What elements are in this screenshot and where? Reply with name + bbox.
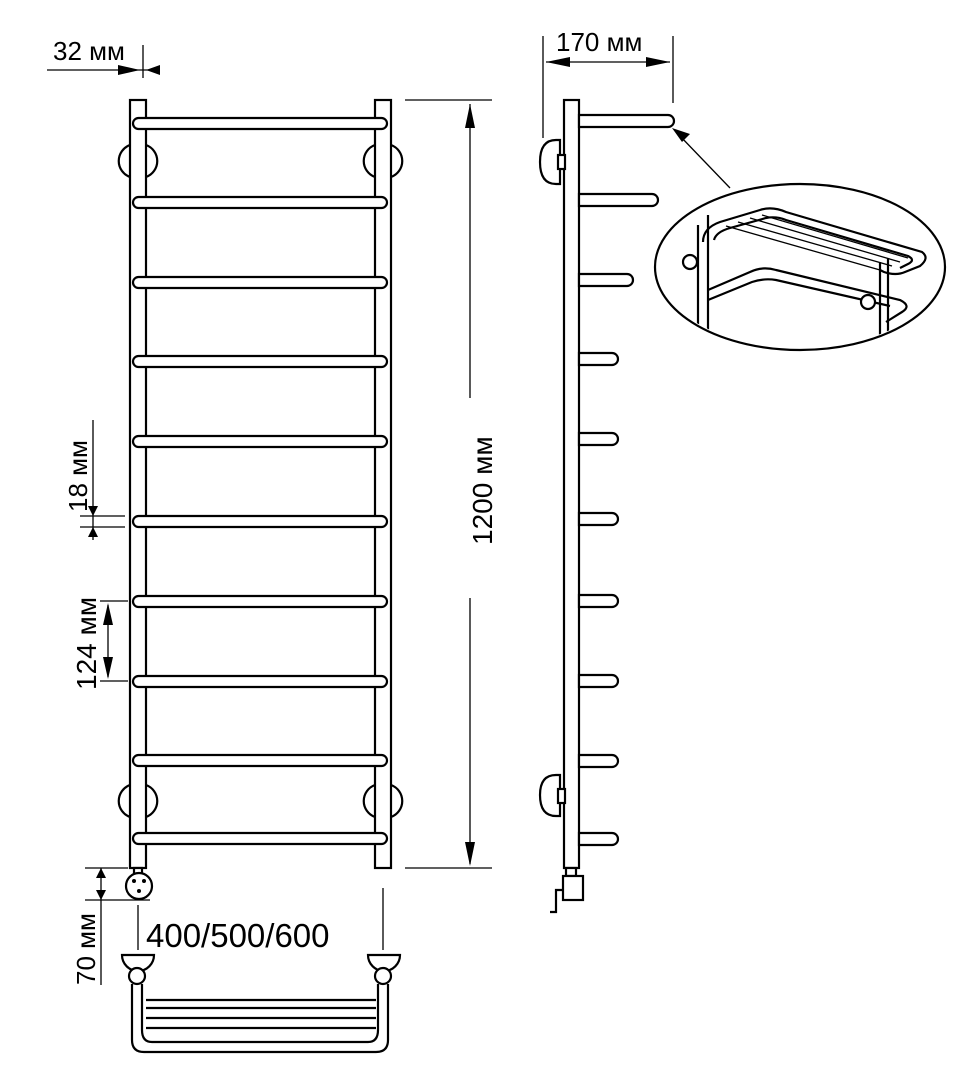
side-bracket-bottom [538, 773, 562, 818]
rung [131, 354, 389, 369]
rung [131, 275, 389, 290]
rung [131, 195, 389, 210]
dim-tube-diameter-label: 32 мм [53, 36, 125, 66]
side-heater-icon [550, 866, 585, 914]
dim-bottom-offset: 70 мм [71, 867, 150, 985]
dim-rung-thickness: 18 мм [63, 420, 125, 540]
rung [131, 434, 389, 449]
rung [131, 753, 389, 768]
dim-width-label: 400/500/600 [146, 917, 330, 954]
side-rung [577, 593, 620, 609]
dim-width: 400/500/600 [137, 888, 384, 954]
side-rung [577, 272, 635, 288]
side-rung [577, 431, 620, 447]
dim-rung-spacing: 124 мм [71, 597, 128, 690]
rung [131, 674, 389, 689]
rung [131, 831, 389, 846]
dim-tube-diameter: 32 мм [47, 36, 160, 78]
side-rung [577, 831, 620, 847]
dim-height: 1200 мм [405, 99, 498, 869]
top-view [120, 953, 402, 1054]
detail-leader [672, 128, 731, 189]
dim-rung-spacing-label: 124 мм [71, 597, 102, 690]
side-upright [562, 98, 581, 870]
heater-plug-icon [124, 866, 154, 901]
rung [131, 116, 389, 131]
side-rung [577, 511, 620, 527]
left-upright [128, 98, 148, 870]
dim-depth: 170 мм [542, 27, 674, 138]
rung [131, 594, 389, 609]
dim-rung-thickness-label: 18 мм [63, 440, 93, 512]
dim-bottom-offset-label: 70 мм [71, 913, 101, 985]
dim-height-label: 1200 мм [467, 436, 498, 545]
side-rung [577, 351, 620, 367]
right-upright [373, 98, 393, 870]
wall-mount-bottom-left [117, 783, 159, 819]
side-rung [577, 192, 660, 208]
wall-mount-top-right [362, 143, 404, 179]
dim-depth-label: 170 мм [556, 27, 642, 57]
side-rung [577, 113, 676, 129]
wall-mount-top-left [117, 143, 159, 179]
side-rung [577, 673, 620, 689]
rung [131, 514, 389, 529]
side-rung [577, 753, 620, 769]
side-bracket-top [538, 138, 562, 186]
side-view [538, 98, 676, 914]
detail-view [653, 182, 947, 352]
front-view [117, 98, 404, 901]
wall-mount-bottom-right [362, 783, 404, 819]
